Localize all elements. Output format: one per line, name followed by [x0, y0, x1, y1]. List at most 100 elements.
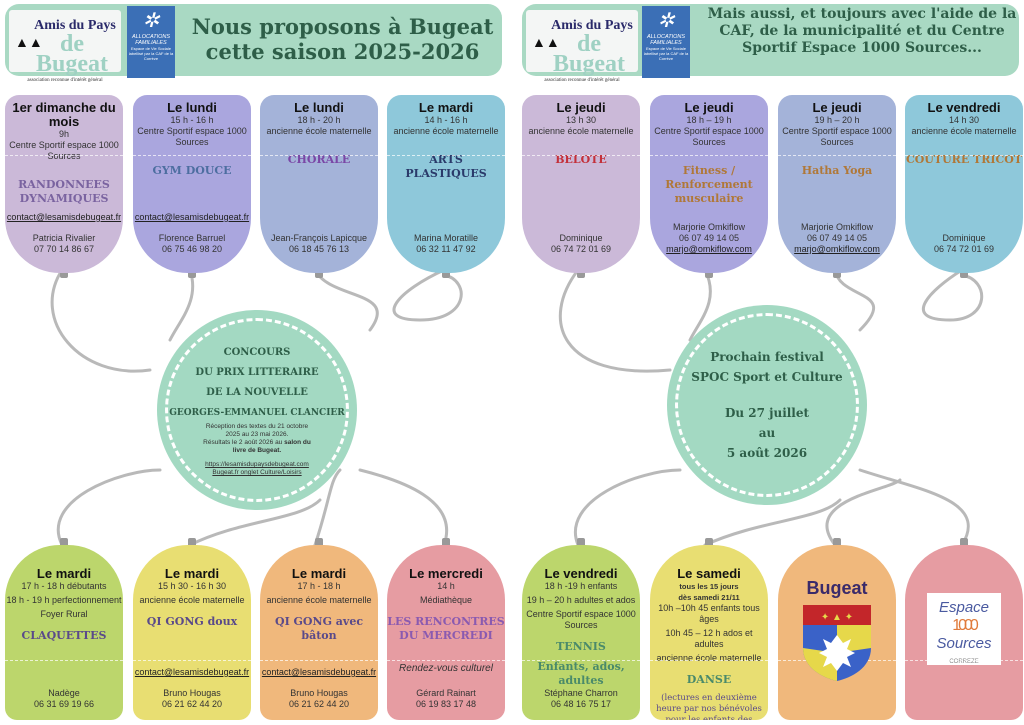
tag-divider	[387, 155, 505, 156]
tag-info: 18 h - 20 h	[297, 115, 341, 125]
logo-text: CORREZE	[949, 659, 979, 665]
tag-divider	[650, 155, 768, 156]
tag-info: Centre Sportif espace 1000 Sources	[526, 609, 636, 630]
tag-day: Le mardi	[291, 566, 347, 581]
logo-text: 1000	[952, 617, 979, 634]
tag-day: Le jeudi	[812, 100, 862, 115]
tag-info: 19 h – 20 h	[814, 115, 860, 125]
bugeat-website-link[interactable]: Bugeat.fr onglet Culture/Loisirs	[212, 469, 302, 476]
tag-divider	[260, 155, 378, 156]
tag-day: Le jeudi	[556, 100, 606, 115]
tag-contact: 06 07 49 14 05	[678, 233, 740, 243]
activity-name: QI GONG doux	[146, 615, 238, 628]
activity-name: COUTURE TRICOT	[905, 153, 1023, 166]
tag-contact: Patricia Rivalier	[32, 233, 96, 243]
tag-contact: Marjorie Omkiflow	[672, 222, 745, 232]
contact-email-link[interactable]: marjo@omkiflow.com	[666, 244, 752, 254]
activity-note: (lectures en deuxième heure par nos béné…	[656, 693, 762, 720]
tag-info: ancienne école maternelle	[656, 653, 762, 663]
activity-name: RANDONNEES DYNAMIQUES	[18, 178, 110, 205]
festival-title: Prochain festival	[710, 350, 824, 364]
activity-name: GYM DOUCE	[152, 164, 232, 177]
tag-info: Centre Sportif espace 1000 Sources	[654, 126, 764, 147]
contact-email-link[interactable]: contact@lesamisdebugeat.fr	[134, 667, 250, 677]
concours-title: GEORGES-EMMANUEL CLANCIER	[169, 408, 345, 418]
tag-frequency: tous les 15 jours	[679, 582, 739, 591]
tag-day: Le samedi	[677, 566, 741, 581]
tag-info: 15 h - 16 h	[170, 115, 214, 125]
contact-email-link[interactable]: contact@lesamisdebugeat.fr	[6, 212, 122, 222]
tag-contact: 06 75 46 98 20	[161, 244, 223, 254]
tag-day: Le jeudi	[684, 100, 734, 115]
activity-tag: Bugeat✦ ▲ ✦	[778, 545, 896, 720]
contact-email-link[interactable]: marjo@omkiflow.com	[794, 244, 880, 254]
concours-details: Réception des textes du 21 octobre 2025 …	[203, 423, 311, 476]
festival-dates: Du 27 juillet	[724, 406, 810, 420]
tag-divider	[260, 660, 378, 661]
activity-name: DANSE	[686, 673, 732, 686]
tag-frequency: dès samedi 21/11	[678, 593, 740, 602]
tag-divider	[522, 660, 640, 661]
tag-contact: 06 32 11 47 92	[416, 244, 476, 254]
tag-info: Centre Sportif espace 1000 Sources	[137, 126, 247, 147]
tag-info: 13 h 30	[565, 115, 597, 125]
tag-divider	[5, 155, 123, 156]
contact-email-link[interactable]: contact@lesamisdebugeat.fr	[134, 212, 250, 222]
tag-contact: Dominique	[559, 233, 603, 243]
tag-divider	[522, 155, 640, 156]
tag-info: 10h 45 – 12 h ados et adultes	[665, 628, 753, 649]
activity-name: LES RENCONTRES DU MERCREDI	[387, 615, 505, 642]
tag-day: Le mardi	[418, 100, 474, 115]
tag-divider	[905, 155, 1023, 156]
tag-info: ancienne école maternelle	[528, 126, 634, 136]
header-title-left: Nous proposons à Bugeat cette saison 202…	[191, 14, 494, 64]
bugeat-coat-of-arms-icon: ✦ ▲ ✦	[801, 603, 873, 683]
contact-email-link[interactable]: contact@lesamisdebugeat.fr	[261, 667, 377, 677]
activity-audience: Enfants, ados, adultes	[537, 660, 625, 687]
festival-title: SPOC Sport et Culture	[691, 370, 843, 384]
tag-info: ancienne école maternelle	[266, 595, 372, 605]
tag-divider	[5, 660, 123, 661]
tag-contact: Marina Moratille	[413, 233, 479, 243]
tag-contact: Nadège	[48, 688, 80, 698]
tag-contact: Bruno Hougas	[163, 688, 221, 698]
tag-day: Le mercredi	[409, 566, 483, 581]
tag-info: 18 h - 19 h perfectionnement	[6, 595, 122, 605]
tag-info: ancienne école maternelle	[393, 126, 499, 136]
tag-contact: Marjorie Omkiflow	[800, 222, 873, 232]
tag-contact: 06 18 45 76 13	[288, 244, 350, 254]
tag-info: 18 h -19 h enfants	[544, 581, 618, 591]
tag-contact: Bruno Hougas	[290, 688, 348, 698]
tag-info: Médiathèque	[419, 595, 473, 605]
tag-contact: Jean-François Lapicque	[270, 233, 368, 243]
tag-contact: 06 48 16 75 17	[550, 699, 612, 709]
tag-day: Le lundi	[294, 100, 344, 115]
tag-info: Foyer Rural	[40, 609, 88, 619]
festival-circle: Prochain festival SPOC Sport et Culture …	[667, 305, 867, 505]
tag-day: Le lundi	[167, 100, 217, 115]
tag-info: 9h	[58, 129, 69, 139]
tag-info: ancienne école maternelle	[266, 126, 372, 136]
concours-circle: CONCOURS DU PRIX LITTERAIRE DE LA NOUVEL…	[157, 310, 357, 510]
tag-divider	[133, 155, 251, 156]
tag-contact: 06 21 62 44 20	[161, 699, 223, 709]
tag-info: 17 h - 18 h	[297, 581, 341, 591]
festival-dates: au	[758, 426, 776, 440]
activity-name: CLAQUETTES	[21, 629, 107, 642]
concours-website-link[interactable]: https://lesamisdupaysdebugeat.com	[205, 461, 309, 468]
tag-contact: 06 07 49 14 05	[806, 233, 868, 243]
activity-name: BELOTE	[555, 153, 607, 166]
tag-info: 18 h – 19 h	[686, 115, 732, 125]
logo-text: Espace	[938, 599, 990, 616]
tag-info: ancienne école maternelle	[139, 595, 245, 605]
